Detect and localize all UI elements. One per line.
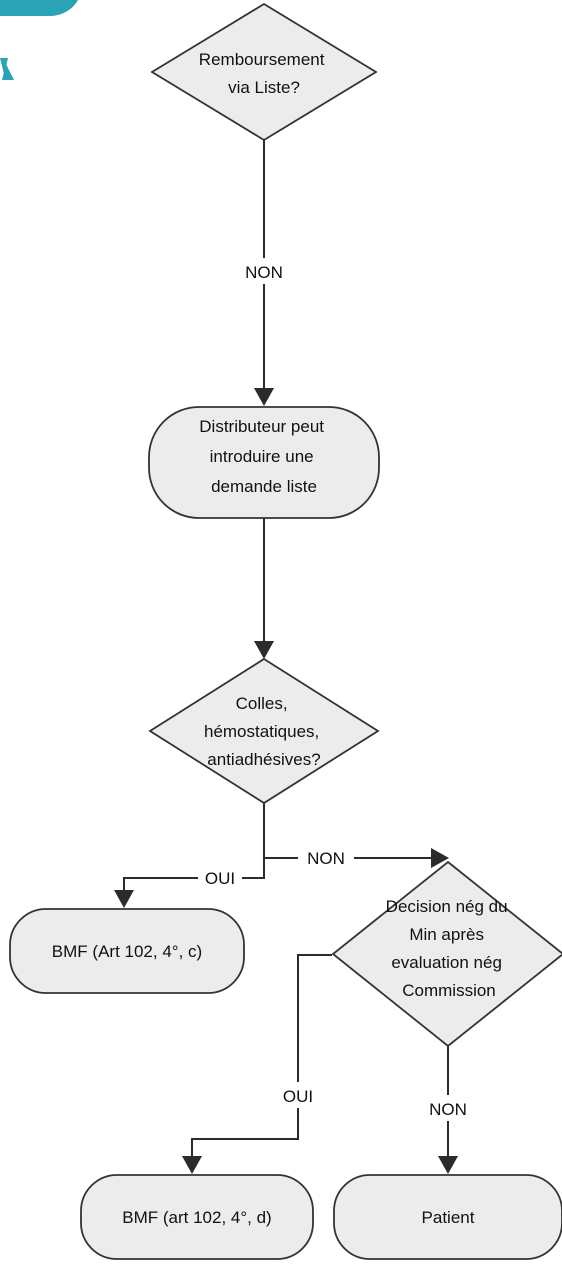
terminal-patient: Patient — [333, 1174, 562, 1260]
edge-label-non-3: NON — [429, 1100, 467, 1119]
svg-text:Distributeur peut introd: Distributeur peut introduire une demande… — [199, 417, 328, 496]
terminal-patient-label: Patient — [422, 1208, 475, 1227]
edge-label-oui-1: OUI — [205, 869, 235, 888]
decision-min-line1: Decision nég du — [386, 897, 508, 916]
terminal-bmf-c-shape — [9, 908, 245, 994]
edge-colles-oui-to-bmf-c — [123, 803, 265, 895]
terminal-bmf-c-label: BMF (Art 102, 4°, c) — [52, 942, 202, 961]
decision-colles-line2: hémostatiques, — [204, 722, 319, 741]
edge-label-oui-2: OUI — [283, 1087, 313, 1106]
arrowhead-bmf-c — [114, 890, 134, 908]
decision-min: Decision nég du Min après evaluation nég… — [331, 860, 562, 1048]
arrowhead-distributeur — [254, 388, 274, 406]
arrowhead-patient — [438, 1156, 458, 1174]
decision-min-shape — [331, 860, 562, 1048]
decision-remboursement-line2: via Liste? — [228, 78, 300, 97]
arrowhead-bmf-d — [182, 1156, 202, 1174]
process-distributeur: Distributeur peut introduire une demande… — [148, 406, 380, 519]
decision-min-line4: Commission — [402, 981, 496, 1000]
process-distributeur-line2: introduire une — [210, 447, 314, 466]
decision-remboursement: Remboursement via Liste? — [150, 2, 378, 142]
arrowhead-colles — [254, 641, 274, 659]
svg-text:Decision nég du Min aprè: Decision nég du Min après evaluation nég… — [386, 897, 513, 1000]
decision-min-line3: evaluation nég — [391, 953, 502, 972]
arrowhead-decision-min — [431, 848, 449, 868]
svg-text:Colles, hémostatiques,: Colles, hémostatiques, antiadhésives? — [204, 694, 324, 769]
svg-text:Remboursement via Liste?: Remboursement via Liste? — [199, 50, 329, 97]
terminal-bmf-d-shape — [80, 1174, 314, 1260]
decision-remboursement-line1: Remboursement — [199, 50, 325, 69]
terminal-bmf-d: BMF (art 102, 4°, d) — [80, 1174, 314, 1260]
edge-label-non-2: NON — [307, 849, 345, 868]
edge-label-non-1: NON — [245, 263, 283, 282]
process-distributeur-line3: demande liste — [211, 477, 317, 496]
decision-colles-line1: Colles, — [236, 694, 288, 713]
decision-remboursement-shape — [150, 2, 378, 142]
decision-colles: Colles, hémostatiques, antiadhésives? — [148, 657, 380, 805]
decision-colles-line3: antiadhésives? — [207, 750, 320, 769]
terminal-patient-shape — [333, 1174, 562, 1260]
edge-decision-min-oui-to-bmf-d — [191, 954, 332, 1161]
decision-colles-shape — [148, 657, 380, 805]
decision-min-line2: Min après — [409, 925, 484, 944]
logo-fragment — [0, 0, 78, 80]
terminal-bmf-c: BMF (Art 102, 4°, c) — [9, 908, 245, 994]
terminal-bmf-d-label: BMF (art 102, 4°, d) — [122, 1208, 271, 1227]
process-distributeur-shape — [148, 406, 380, 519]
process-distributeur-line1: Distributeur peut — [199, 417, 324, 436]
